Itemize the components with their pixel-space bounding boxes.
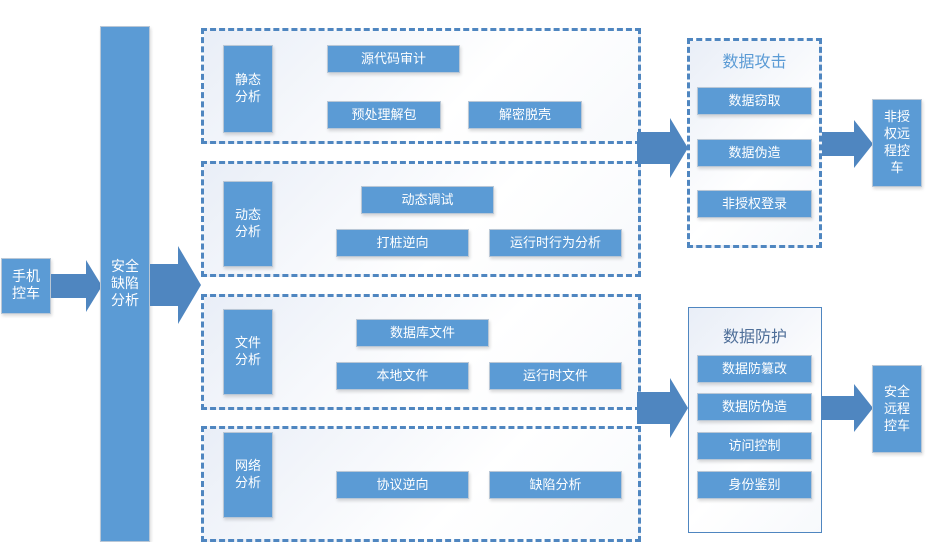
category-network-analysis: 网络 分析 — [223, 432, 273, 518]
category-label: 网络 分析 — [234, 459, 261, 491]
result-secure-remote-control: 安全 远程 控车 — [872, 365, 922, 453]
protect-item-anti-tamper: 数据防篡改 — [697, 355, 812, 383]
arrow-source-to-hub — [51, 260, 102, 312]
result-unauthorized-remote-control: 非授 权远 程控 车 — [872, 99, 922, 187]
item-protocol-reverse: 协议逆向 — [336, 471, 469, 499]
arrow-shape — [822, 120, 873, 168]
hub-box-security-defect-analysis: 安全 缺陷 分析 — [100, 26, 150, 542]
attack-item-data-theft: 数据窃取 — [697, 87, 812, 115]
hub-label: 安全 缺陷 分析 — [111, 258, 139, 309]
panel-file-analysis — [201, 294, 641, 410]
attack-title: 数据攻击 — [722, 52, 787, 71]
item-stub-reverse: 打桩逆向 — [336, 229, 469, 257]
result-label: 非授 权远 程控 车 — [883, 110, 910, 176]
category-dynamic-analysis: 动态 分析 — [223, 181, 273, 267]
arrow-shape — [150, 246, 201, 324]
item-runtime-behavior-analysis: 运行时行为分析 — [489, 229, 622, 257]
arrow-shape — [51, 260, 102, 312]
arrow-shape — [637, 378, 688, 438]
attack-item-unauthorized-login: 非授权登录 — [697, 190, 812, 218]
item-source-code-audit: 源代码审计 — [327, 45, 460, 73]
protect-item-identity-auth: 身份鉴别 — [697, 471, 812, 499]
item-defect-analysis: 缺陷分析 — [489, 471, 622, 499]
arrow-attack-to-result — [822, 120, 873, 168]
source-box-phone-control: 手机 控车 — [1, 258, 51, 314]
arrow-protect-to-result — [822, 384, 873, 432]
protect-item-anti-forgery: 数据防伪造 — [697, 393, 812, 421]
item-dynamic-debug: 动态调试 — [361, 186, 494, 214]
item-database-file: 数据库文件 — [356, 319, 489, 347]
item-local-file: 本地文件 — [336, 362, 469, 390]
source-label: 手机 控车 — [12, 269, 40, 302]
arrow-shape — [822, 384, 873, 432]
category-static-analysis: 静态 分析 — [223, 45, 273, 133]
arrow-shape — [637, 118, 688, 178]
arrow-hub-to-analysis — [150, 246, 201, 324]
protect-item-access-control: 访问控制 — [697, 432, 812, 460]
item-decrypt-unshell: 解密脱壳 — [468, 101, 582, 129]
attack-item-data-forgery: 数据伪造 — [697, 139, 812, 167]
category-label: 文件 分析 — [234, 336, 261, 368]
result-label: 安全 远程 控车 — [883, 384, 910, 434]
item-preprocess-unpack: 预处理解包 — [327, 101, 441, 129]
item-runtime-file: 运行时文件 — [489, 362, 622, 390]
protect-title: 数据防护 — [722, 327, 787, 346]
panel-dynamic-analysis — [201, 161, 641, 277]
category-file-analysis: 文件 分析 — [223, 309, 273, 395]
arrow-analysis-to-attack — [637, 118, 688, 178]
category-label: 静态 分析 — [234, 73, 261, 105]
arrow-analysis-to-protect — [637, 378, 688, 438]
category-label: 动态 分析 — [234, 208, 261, 240]
